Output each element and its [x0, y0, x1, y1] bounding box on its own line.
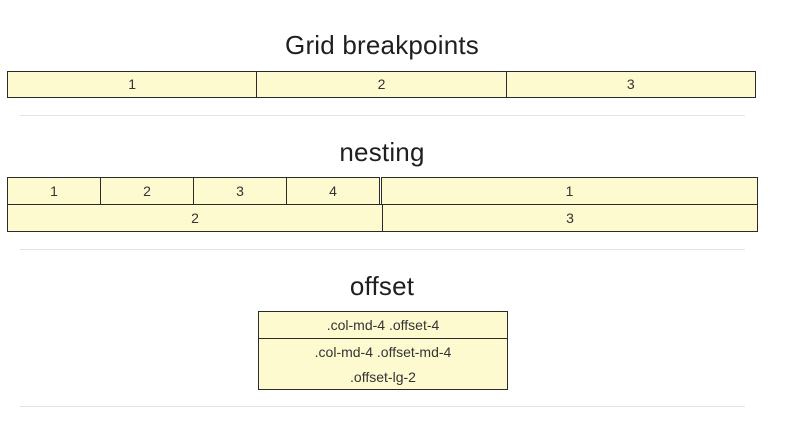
offset-column-2-line-2: .offset-lg-2: [350, 369, 416, 385]
nesting-heading: nesting: [339, 137, 425, 167]
section-divider: [20, 115, 745, 116]
section-divider: [20, 406, 745, 407]
nesting-row-1: 1 2 3 4 1: [7, 177, 758, 205]
nesting-row-2-right-column: 3: [382, 204, 758, 232]
offset-heading: offset: [349, 271, 415, 301]
section-divider: [20, 249, 745, 250]
nested-columns-group: 1 2 3 4: [7, 177, 382, 205]
nested-column-3: 3: [193, 177, 287, 205]
breakpoint-column-1: 1: [7, 71, 258, 98]
breakpoint-column-2: 2: [256, 71, 507, 98]
offset-column-1: .col-md-4 .offset-4: [258, 311, 508, 339]
breakpoint-column-3: 3: [505, 71, 756, 98]
nesting-row-2: 2 3: [7, 204, 758, 232]
grid-breakpoints-heading: Grid breakpoints: [285, 30, 479, 60]
offset-column-2-line-1: .col-md-4 .offset-md-4: [314, 344, 452, 360]
breakpoints-row: 1 2 3: [7, 71, 758, 98]
offset-column-2: .col-md-4 .offset-md-4 .offset-lg-2: [258, 338, 508, 390]
nesting-row-1-right-column: 1: [381, 177, 758, 205]
nested-column-4: 4: [286, 177, 380, 205]
nested-column-2: 2: [100, 177, 194, 205]
nesting-row-2-left-column: 2: [7, 204, 383, 232]
nested-column-1: 1: [7, 177, 101, 205]
